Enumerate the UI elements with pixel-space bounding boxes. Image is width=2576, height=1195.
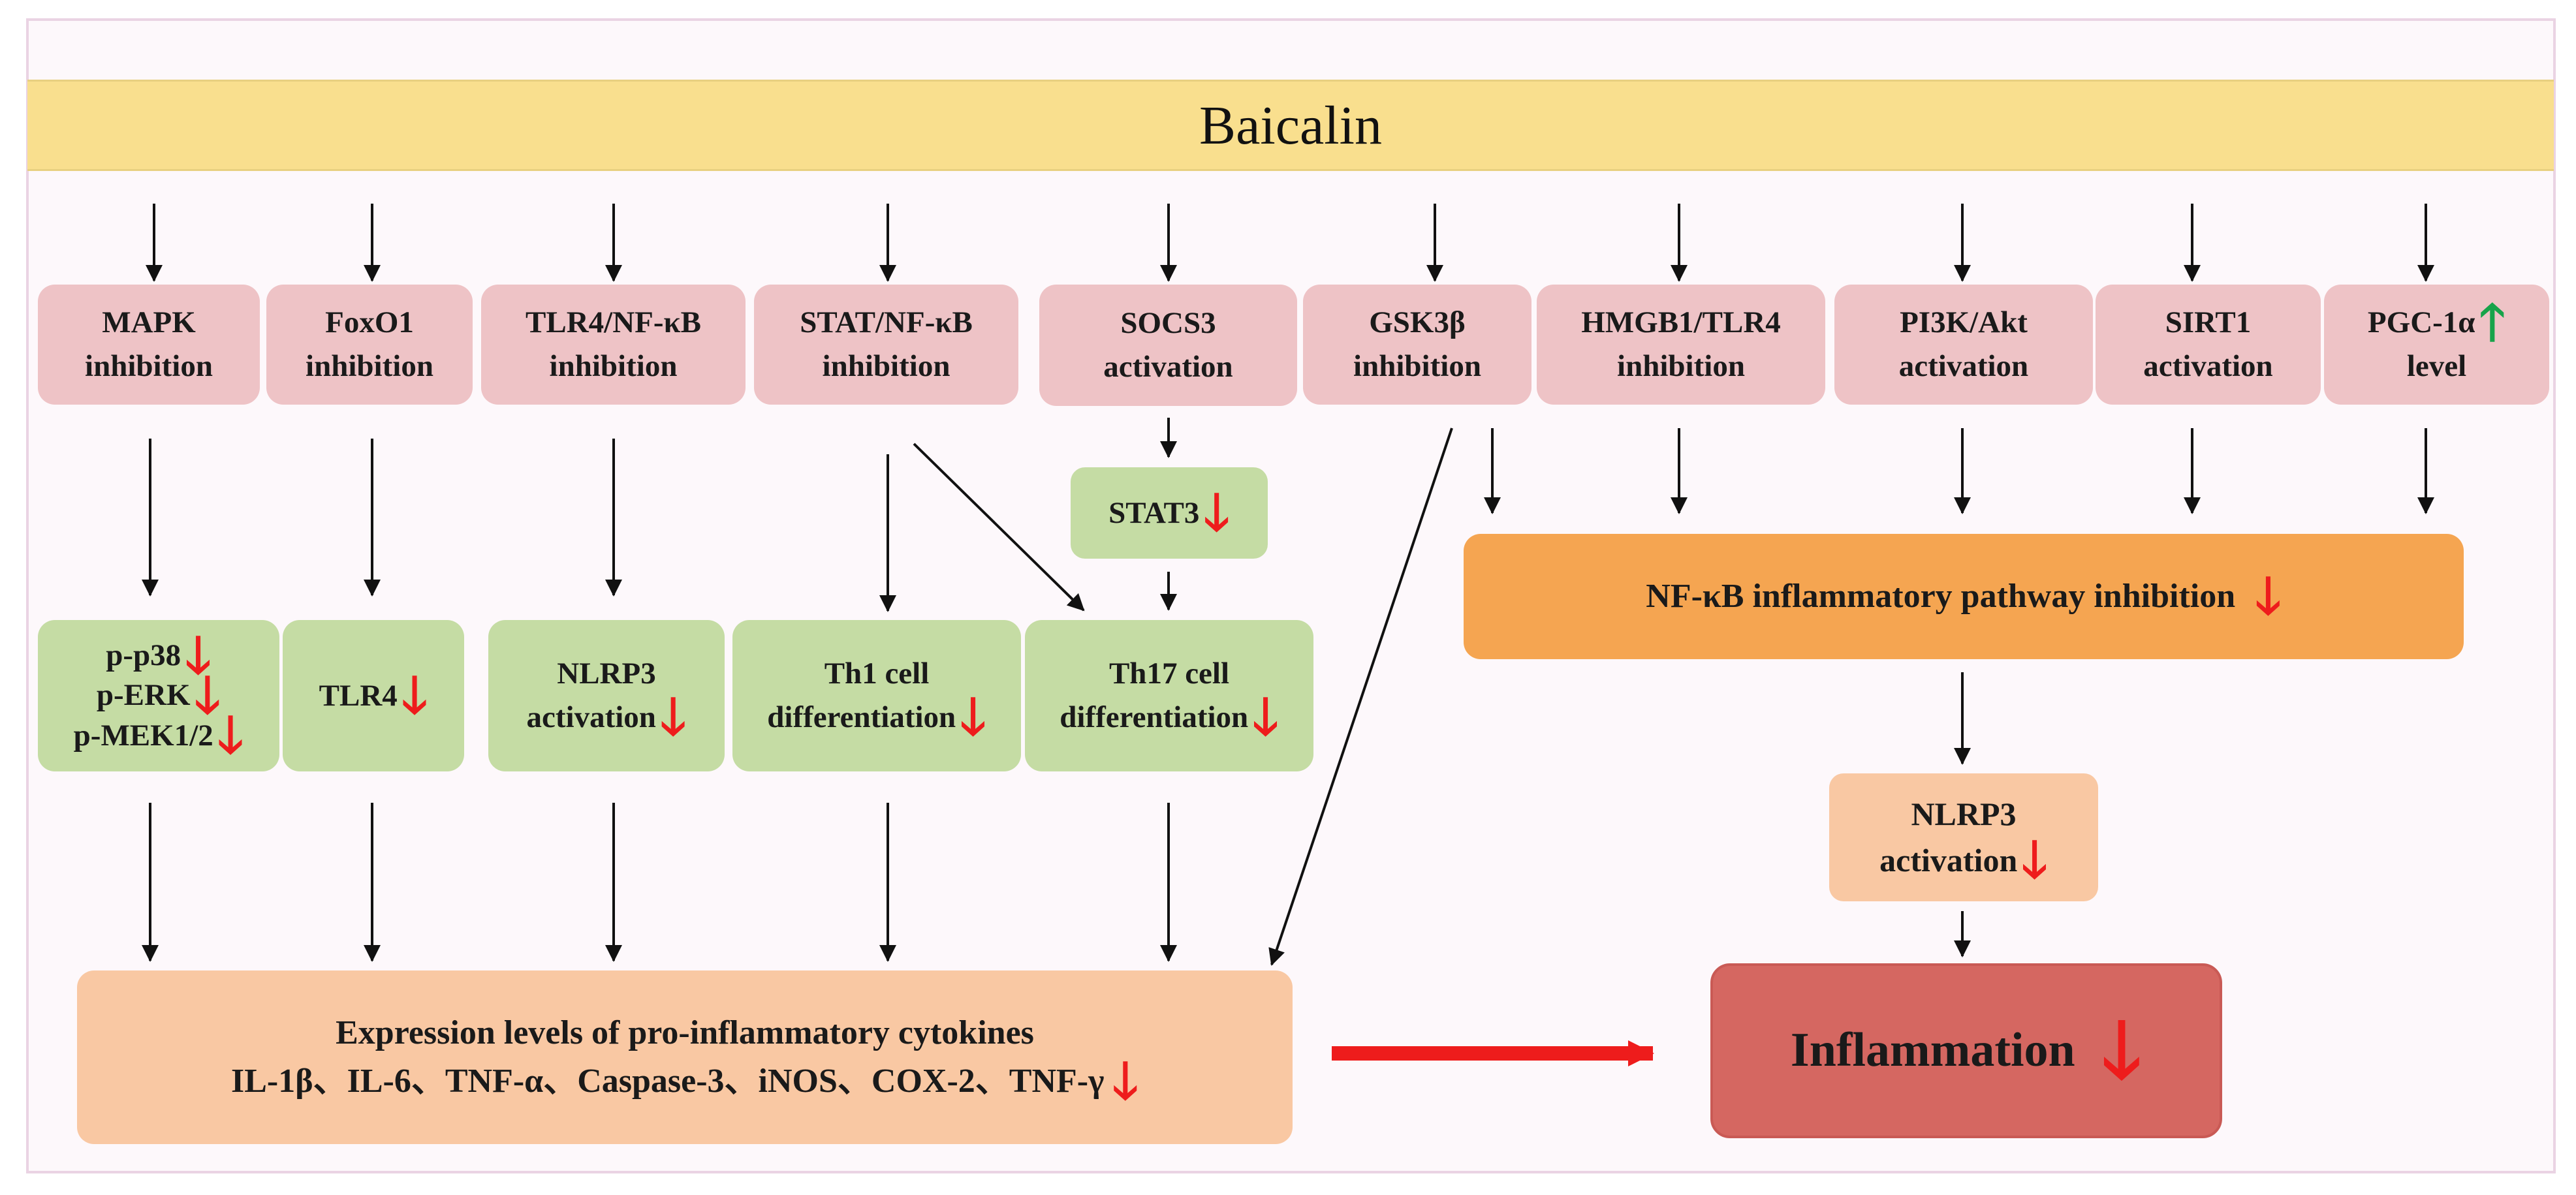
pathway-pgc1a-action: level xyxy=(2406,349,2467,383)
pathway-pgc1a: PGC-1α 🡑 level xyxy=(2324,285,2549,405)
pathway-hmgb1-tlr4-name: HMGB1/TLR4 xyxy=(1581,305,1781,340)
pathway-pi3k-akt-name: PI3K/Akt xyxy=(1900,305,2028,340)
pathway-mapk: MAPK inhibition xyxy=(38,285,260,405)
pathway-gsk3b-action: inhibition xyxy=(1353,349,1481,383)
arrow xyxy=(1268,427,1453,966)
th17-box: Th17 cell differentiation🡓 xyxy=(1025,620,1313,771)
nlrp3-label: NLRP3 xyxy=(557,657,656,691)
activation-label: activation xyxy=(526,700,656,734)
pathway-pgc1a-name: PGC-1α xyxy=(2367,305,2475,340)
pathway-gsk3b-name: GSK3β xyxy=(1369,305,1466,340)
cytokines-box: Expression levels of pro-inflammatory cy… xyxy=(77,970,1293,1144)
th17-label: Th17 cell xyxy=(1108,657,1230,691)
p-erk-label: p-ERK xyxy=(96,678,191,713)
pathway-tlr4-nfkb-name: TLR4/NF-κB xyxy=(526,305,701,340)
inflammation-label: Inflammation xyxy=(1790,1023,2075,1078)
pathway-foxo1-name: FoxO1 xyxy=(325,305,414,340)
cytokines-list: IL-1β、IL-6、TNF-α、Caspase-3、iNOS、COX-2、TN… xyxy=(231,1063,1105,1100)
pathway-sirt1-action: activation xyxy=(2143,349,2273,383)
p-mek-label: p-MEK1/2 xyxy=(73,718,213,753)
pathway-socs3: SOCS3 activation xyxy=(1039,285,1297,406)
inflammation-box: Inflammation🡓 xyxy=(1710,963,2222,1138)
cytokines-title: Expression levels of pro-inflammatory cy… xyxy=(336,1014,1034,1052)
pathway-foxo1: FoxO1 inhibition xyxy=(266,285,473,405)
pathway-socs3-name: SOCS3 xyxy=(1120,306,1216,341)
arrow xyxy=(913,442,1085,612)
stat3-box: STAT3 🡓 xyxy=(1071,467,1268,559)
mapk-effects-box: p-p38🡓 p-ERK🡓 p-MEK1/2🡓 xyxy=(38,620,279,771)
banner-title: Baicalin xyxy=(1199,95,1382,156)
pathway-pi3k-akt-action: activation xyxy=(1898,349,2029,383)
pathway-sirt1-name: SIRT1 xyxy=(2165,305,2252,340)
pathway-tlr4-nfkb: TLR4/NF-κB inhibition xyxy=(481,285,746,405)
pathway-gsk3b: GSK3β inhibition xyxy=(1303,285,1531,405)
th1-box: Th1 cell differentiation🡓 xyxy=(732,620,1021,771)
th1-differentiation-label: differentiation xyxy=(767,700,956,734)
nlrp3-right-label: NLRP3 xyxy=(1911,796,2017,832)
pathway-socs3-action: activation xyxy=(1103,350,1233,384)
pathway-hmgb1-tlr4: HMGB1/TLR4 inhibition xyxy=(1537,285,1825,405)
th1-label: Th1 cell xyxy=(824,657,930,691)
pathway-mapk-action: inhibition xyxy=(85,349,213,383)
nfkb-label: NF-κB inflammatory pathway inhibition xyxy=(1646,578,2236,615)
th17-differentiation-label: differentiation xyxy=(1060,700,1249,734)
pathway-tlr4-nfkb-action: inhibition xyxy=(549,349,678,383)
nlrp3-activation-box-right: NLRP3 activation🡓 xyxy=(1829,773,2098,901)
p-p38-label: p-p38 xyxy=(106,638,181,673)
pathway-hmgb1-tlr4-action: inhibition xyxy=(1617,349,1745,383)
nlrp3-activation-box-left: NLRP3 activation🡓 xyxy=(488,620,725,771)
tlr4-box: TLR4🡓 xyxy=(283,620,464,771)
pathway-foxo1-action: inhibition xyxy=(306,349,433,383)
stat3-label: STAT3 xyxy=(1108,495,1200,530)
pathway-sirt1: SIRT1 activation xyxy=(2096,285,2321,405)
nfkb-inhibition-box: NF-κB inflammatory pathway inhibition🡓 xyxy=(1464,534,2464,659)
baicalin-banner: Baicalin xyxy=(27,80,2554,171)
pathway-stat-nfkb-action: inhibition xyxy=(822,349,950,383)
pathway-stat-nfkb-name: STAT/NF-κB xyxy=(800,305,973,340)
pathway-stat-nfkb: STAT/NF-κB inhibition xyxy=(754,285,1018,405)
pathway-pi3k-akt: PI3K/Akt activation xyxy=(1834,285,2093,405)
activation-right-label: activation xyxy=(1879,842,2018,878)
tlr4-label: TLR4 xyxy=(319,678,398,713)
pathway-mapk-name: MAPK xyxy=(102,305,196,340)
